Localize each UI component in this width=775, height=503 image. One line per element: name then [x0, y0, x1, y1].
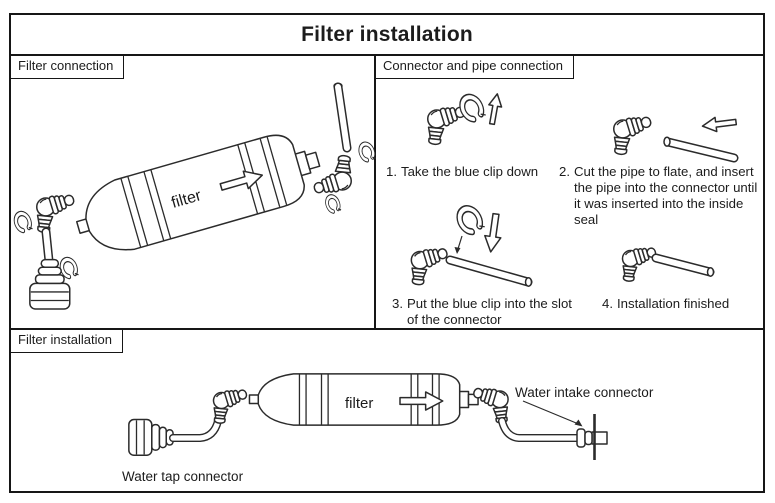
filter-text: filter: [345, 395, 373, 412]
step4-text: Installation finished: [617, 296, 730, 311]
elbow-connector-drawing: [612, 112, 654, 156]
left-arrow-icon: [701, 114, 738, 134]
wall-mount-drawing: [577, 414, 607, 460]
filter-installation-diagram: filter Water int: [122, 373, 654, 484]
elbow-connector-drawing: [212, 385, 249, 425]
panel-connector-pipe-connection: Connector and pipe connection: [375, 55, 766, 328]
up-arrow-icon: [485, 92, 505, 126]
outlet-assembly-drawing: [311, 82, 376, 214]
step1-graphic: [426, 92, 505, 146]
water-tap-label: Water tap connector: [122, 469, 244, 484]
step3-number: 3.: [392, 296, 403, 311]
connector-pipe-label: Connector and pipe connection: [375, 55, 574, 80]
small-down-arrow-icon: [454, 247, 461, 254]
blue-clip-icon: [325, 195, 341, 214]
step1-text: Take the blue clip down: [401, 164, 539, 179]
step2-text: Cut the pipe to flate, and insert the pi…: [574, 164, 758, 227]
step2-caption: 2. Cut the pipe to flate, and insert the…: [559, 164, 766, 228]
inlet-assembly-drawing: [14, 190, 79, 310]
step2-number: 2.: [559, 164, 570, 179]
blue-clip-icon: [14, 211, 33, 233]
filter-cartridge-drawing: filter: [67, 124, 329, 264]
step4-graphic: [621, 243, 715, 283]
water-intake-connector-drawing: [471, 383, 607, 460]
blue-clip-icon: [358, 142, 375, 162]
elbow-connector-drawing: [35, 190, 77, 234]
top-row: Filter connection filter: [10, 55, 766, 330]
down-arrow-icon: [482, 212, 505, 254]
blue-clip-icon: [459, 94, 486, 124]
filter-connection-label: Filter connection: [10, 55, 125, 80]
filter-cartridge-drawing: filter: [248, 373, 479, 426]
step2-graphic: [612, 112, 739, 163]
step1-caption: 1. Take the blue clip down: [386, 164, 561, 180]
elbow-connector-drawing: [410, 243, 450, 286]
panel-filter-installation: Filter installation filter: [10, 329, 763, 491]
panel-filter-connection: Filter connection filter: [10, 55, 376, 328]
page-title: Filter installation: [11, 15, 763, 56]
water-tap-connector-drawing: [128, 385, 249, 456]
step3-text: Put the blue clip into the slot of the c…: [407, 296, 572, 327]
step4-caption: 4. Installation finished: [602, 296, 767, 312]
leader-arrowhead-icon: [574, 419, 583, 427]
elbow-connector-drawing: [621, 243, 658, 283]
filter-installation-label: Filter installation: [10, 329, 123, 354]
step3-caption: 3. Put the blue clip into the slot of th…: [392, 296, 572, 328]
figure-frame: Filter installation Filter connection: [9, 13, 765, 493]
step3-graphic: [410, 204, 533, 294]
step1-number: 1.: [386, 164, 397, 179]
water-intake-label: Water intake connector: [515, 385, 654, 400]
intake-leader-line: [522, 400, 582, 426]
blue-clip-icon: [456, 205, 485, 236]
filter-connection-diagram: filter: [11, 82, 376, 310]
step4-number: 4.: [602, 296, 613, 311]
